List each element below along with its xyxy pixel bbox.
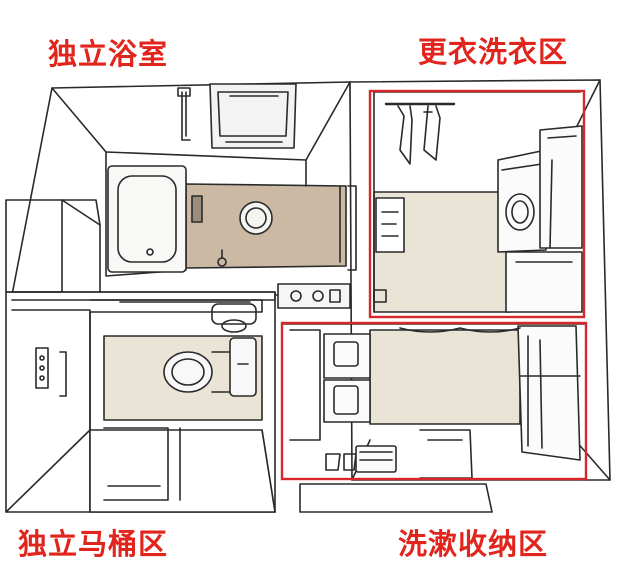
washing-storage-highlight-box — [280, 321, 588, 481]
toilet-label: 独立马桶区 — [18, 527, 169, 561]
washing-machine-icon — [497, 149, 547, 253]
basket-icon — [517, 325, 581, 461]
bathroom-label: 独立浴室 — [48, 37, 169, 71]
toilet-icon — [163, 337, 257, 397]
towel-icon — [384, 102, 456, 165]
washing-storage-label: 洗漱收纳区 — [398, 527, 549, 561]
changing-laundry-label: 更衣洗衣区 — [418, 35, 569, 69]
changing-laundry-highlight-box — [368, 89, 586, 319]
bathroom-area — [105, 83, 357, 277]
washing-storage-area — [283, 323, 587, 513]
drain-icon — [239, 201, 273, 235]
bathtub-icon — [107, 165, 187, 273]
sink-icon — [277, 283, 351, 309]
changing-laundry-area — [373, 91, 583, 313]
window-icon — [209, 83, 297, 149]
toilet-area — [11, 301, 276, 513]
slippers-icon — [325, 445, 397, 473]
dryer-icon — [539, 125, 583, 249]
